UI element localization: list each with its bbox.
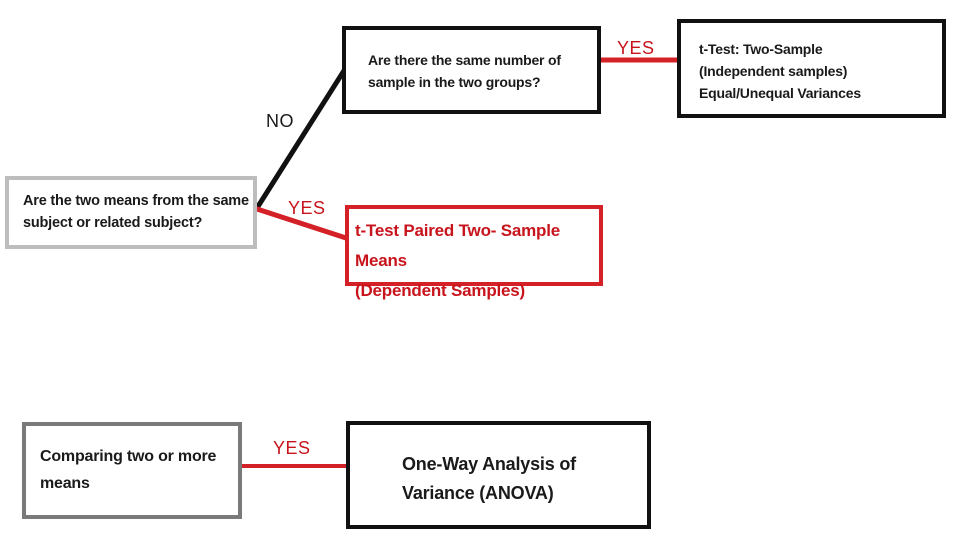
two-sample-t-test-text: t-Test: Two-Sample (Independent samples)… [699, 41, 861, 101]
same-number-question-text: Are there the same number of sample in t… [368, 52, 561, 90]
same-subject-question-box: Are the two means from the same subject … [5, 176, 257, 249]
yes-two-sample-edge-label: YES [617, 38, 655, 58]
compare-means-question-text: Comparing two or more means [40, 448, 217, 492]
no-edge-label: NO [266, 111, 294, 131]
no-connector [254, 55, 355, 211]
compare-means-question-box: Comparing two or more means [22, 422, 242, 519]
anova-text: One-Way Analysis of Variance (ANOVA) [402, 454, 576, 503]
yes-paired-edge-label: YES [288, 198, 326, 218]
paired-t-test-box: t-Test Paired Two- Sample Means (Depende… [345, 205, 603, 300]
anova-box: One-Way Analysis of Variance (ANOVA) [346, 421, 651, 529]
paired-t-test-text: t-Test Paired Two- Sample Means (Depende… [355, 221, 561, 300]
same-number-question-box: Are there the same number of sample in t… [342, 26, 601, 114]
yes-anova-edge-label: YES [273, 438, 311, 458]
two-sample-t-test-box: t-Test: Two-Sample (Independent samples)… [677, 19, 946, 118]
yes-paired-connector [254, 206, 349, 241]
same-subject-question-text: Are the two means from the same subject … [23, 193, 249, 231]
